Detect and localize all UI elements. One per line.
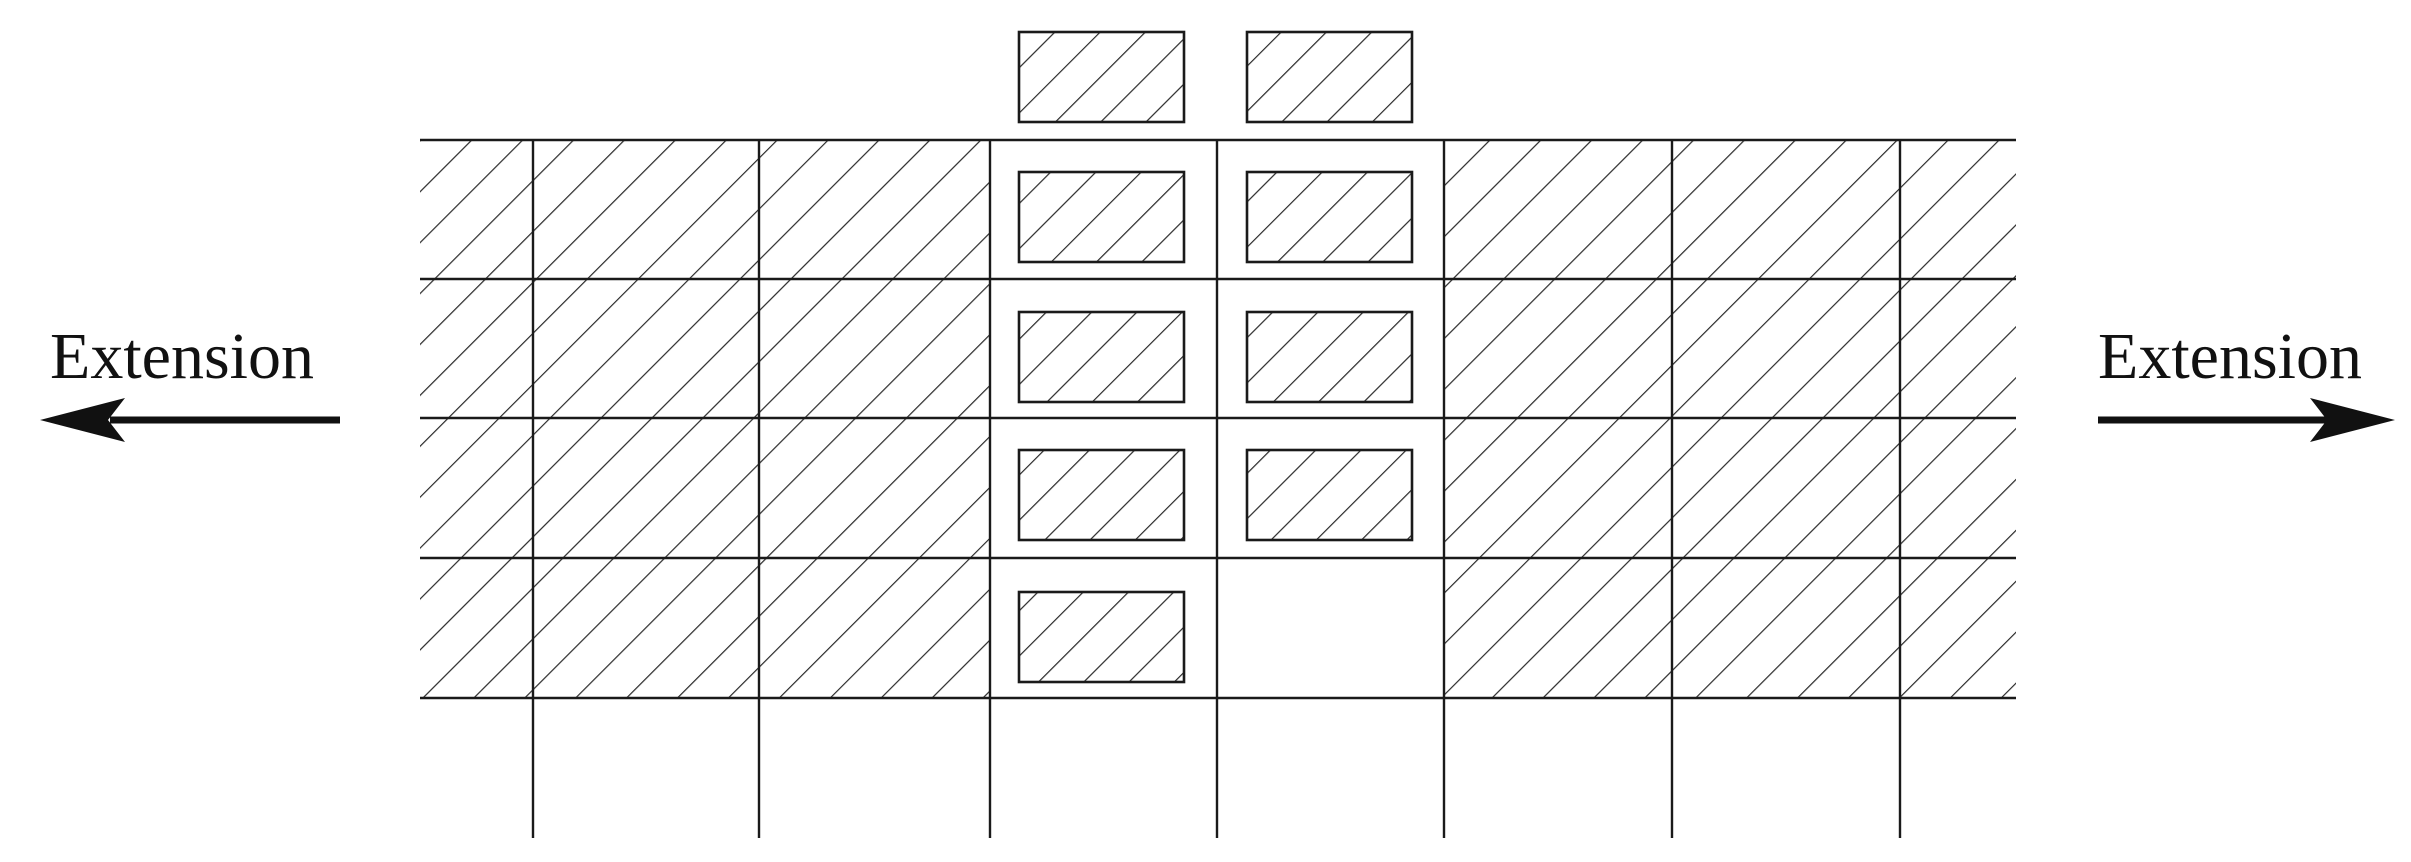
- hatched-block-2: [1245, 30, 1414, 124]
- left-arrow: [40, 398, 340, 442]
- blocks: [1017, 30, 1414, 684]
- hatched-block-9: [1017, 590, 1186, 684]
- right-arrow: [2098, 398, 2395, 442]
- hatched-block-3: [1017, 170, 1186, 264]
- grid: [420, 138, 2016, 838]
- hatched-block-1: [1017, 30, 1186, 124]
- hatched-block-7: [1017, 448, 1186, 542]
- extension-label-left: Extension: [50, 320, 314, 393]
- hatched-block-8: [1245, 448, 1414, 542]
- hatched-block-5: [1017, 310, 1186, 404]
- extension-label-right: Extension: [2098, 320, 2362, 393]
- hatched-block-4: [1245, 170, 1414, 264]
- hatched-block-6: [1245, 310, 1414, 404]
